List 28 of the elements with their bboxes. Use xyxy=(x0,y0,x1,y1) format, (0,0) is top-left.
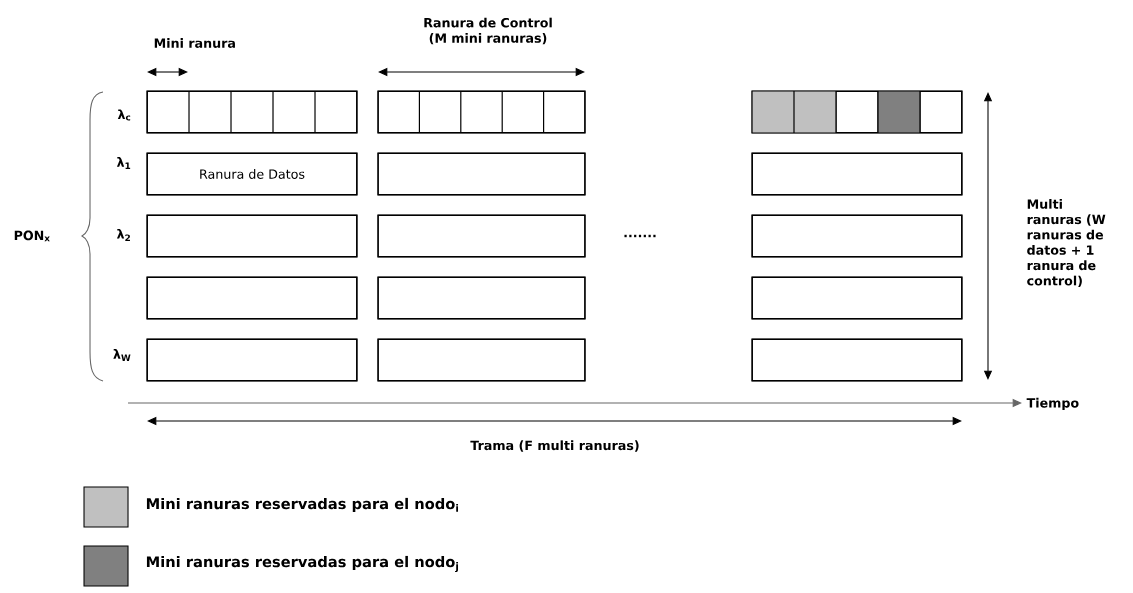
group-label: PON$_{x}$ xyxy=(14,230,50,242)
row-label: λ$_{c}$ xyxy=(117,109,131,121)
data-slot-box: Ranura de Datos xyxy=(146,152,358,196)
data-slot-box xyxy=(377,338,586,382)
row-label: λ$_{1}$ xyxy=(116,157,131,169)
data-slot-box xyxy=(377,152,586,196)
legend-text: Mini ranuras reservadas para el nodo$_{j}$ xyxy=(146,555,458,573)
data-slot-box xyxy=(751,214,963,258)
ellipsis: ....... xyxy=(624,234,656,238)
control-slot-box xyxy=(377,90,586,134)
data-slot-box xyxy=(751,338,963,382)
dimension-label: Mini ranura xyxy=(154,38,235,48)
data-slot-box xyxy=(377,276,586,320)
legend-text: Mini ranuras reservadas para el nodo$_{i}$ xyxy=(146,497,458,513)
data-slot-box xyxy=(146,276,358,320)
axis-label: Tiempo xyxy=(1026,397,1079,411)
data-slot-box xyxy=(377,214,586,258)
row-label: λ$_{2}$ xyxy=(116,228,130,242)
dimension-label: Multi ranuras (W ranuras de datos + 1 ranura de control) xyxy=(1027,199,1106,287)
control-slot-box xyxy=(146,90,358,134)
data-slot-box xyxy=(146,338,358,382)
dimension-label: Ranura de Control (M mini ranuras) xyxy=(424,17,552,45)
control-slot-box xyxy=(751,90,963,134)
dimension-label: Trama (F multi ranuras) xyxy=(470,440,639,452)
row-label: λ$_{W}$ xyxy=(113,349,131,361)
data-slot-box xyxy=(146,214,358,258)
data-slot-box xyxy=(751,276,963,320)
data-slot-box xyxy=(751,152,963,196)
